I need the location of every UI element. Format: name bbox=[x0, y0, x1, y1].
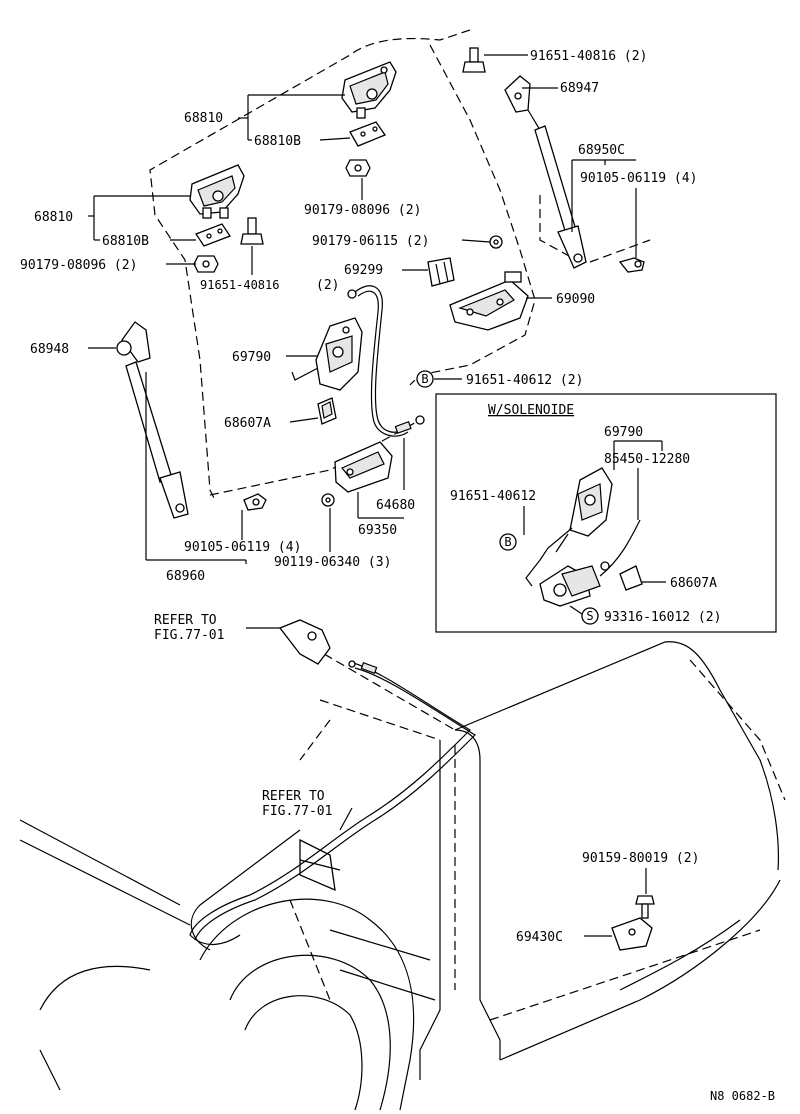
label-68960: 68960 bbox=[166, 569, 205, 584]
label-68810-upper: 68810 bbox=[184, 111, 223, 126]
bolt-90105-06119-lower bbox=[243, 493, 267, 511]
label-90159-80019: 90159-80019 (2) bbox=[582, 851, 699, 866]
hinge-lower bbox=[189, 164, 245, 219]
label-68810b-lower: 68810B bbox=[102, 234, 149, 249]
striker-69430c bbox=[611, 917, 653, 951]
label-refer-2-line2: FIG.77-01 bbox=[262, 804, 332, 819]
footer-code: N8 0682-B bbox=[710, 1089, 775, 1103]
fuel-lid-panel bbox=[299, 838, 336, 892]
refer-part-1 bbox=[278, 619, 331, 665]
control-cable-upper bbox=[347, 285, 425, 437]
stay-damper-68960 bbox=[125, 361, 189, 519]
label-solenoid-69790: 69790 bbox=[604, 425, 643, 440]
label-69430c: 69430C bbox=[516, 930, 563, 945]
marker-b-main: B bbox=[416, 370, 434, 388]
label-69299: 69299 bbox=[344, 263, 383, 278]
label-90105-06119-upper: 90105-06119 (4) bbox=[580, 171, 697, 186]
label-93316-16012: 93316-16012 (2) bbox=[604, 610, 721, 625]
handle-69350 bbox=[334, 441, 393, 493]
marker-b-main-text: B bbox=[421, 372, 428, 386]
label-91651-40816-lower: 91651-40816 bbox=[200, 278, 279, 292]
hinge-upper-plate-68810b bbox=[349, 121, 386, 147]
label-refer-1-line1: REFER TO bbox=[154, 613, 217, 628]
release-cable-lower bbox=[189, 660, 476, 945]
leader-lines bbox=[88, 54, 666, 937]
bolt-90105-06119-upper bbox=[618, 257, 645, 273]
lock-assy-69090 bbox=[449, 271, 529, 331]
label-91651-40612: 91651-40612 (2) bbox=[466, 373, 583, 388]
label-solenoid-91651-40612: 91651-40612 bbox=[450, 489, 536, 504]
stay-damper-68950c bbox=[527, 109, 587, 269]
label-solenoid-68607a: 68607A bbox=[670, 576, 717, 591]
washer-90119-06340 bbox=[321, 493, 335, 507]
label-91651-40816-lower-qty: (2) bbox=[316, 278, 339, 293]
label-68810b-upper: 68810B bbox=[254, 134, 301, 149]
label-69790: 69790 bbox=[232, 350, 271, 365]
hinge-upper bbox=[341, 61, 397, 119]
solenoid-box-title: W/SOLENOIDE bbox=[488, 403, 574, 418]
bolt-90179-08096-lower bbox=[193, 255, 219, 273]
label-refer-2-line1: REFER TO bbox=[262, 789, 325, 804]
bolt-90179-08096-upper bbox=[345, 159, 371, 177]
solenoid-inset-box bbox=[435, 393, 777, 633]
label-90119-06340: 90119-06340 (3) bbox=[274, 555, 391, 570]
label-68947: 68947 bbox=[560, 81, 599, 96]
clip-68607a bbox=[317, 397, 337, 425]
label-90179-08096-upper: 90179-08096 (2) bbox=[304, 203, 421, 218]
label-68950c: 68950C bbox=[578, 143, 625, 158]
label-85450-12280: 85450-12280 bbox=[604, 452, 690, 467]
back-door-outline bbox=[149, 29, 651, 501]
marker-b-solenoid-text: B bbox=[504, 535, 511, 549]
label-90179-06115: 90179-06115 (2) bbox=[312, 234, 429, 249]
stay-bracket-68947 bbox=[504, 75, 531, 113]
cover-69299 bbox=[427, 257, 455, 287]
label-69090: 69090 bbox=[556, 292, 595, 307]
label-69350: 69350 bbox=[358, 523, 397, 538]
bolt-91651-40816-top bbox=[462, 47, 486, 73]
vehicle-rear-body bbox=[19, 639, 786, 1111]
label-64680: 64680 bbox=[376, 498, 415, 513]
hinge-lower-plate-68810b bbox=[195, 223, 231, 247]
bolt-91651-40816-lower bbox=[240, 217, 264, 245]
label-68810-lower: 68810 bbox=[34, 210, 73, 225]
label-68948: 68948 bbox=[30, 342, 69, 357]
label-90105-06119-lower: 90105-06119 (4) bbox=[184, 540, 301, 555]
marker-s-solenoid: S bbox=[581, 607, 599, 625]
marker-s-solenoid-text: S bbox=[586, 609, 593, 623]
label-68607a: 68607A bbox=[224, 416, 271, 431]
marker-b-solenoid: B bbox=[499, 533, 517, 551]
label-90179-08096-lower: 90179-08096 (2) bbox=[20, 258, 137, 273]
label-refer-1-line2: FIG.77-01 bbox=[154, 628, 224, 643]
label-91651-40816-top: 91651-40816 (2) bbox=[530, 49, 647, 64]
control-assy-69790 bbox=[291, 317, 363, 391]
stay-bracket-68948 bbox=[116, 321, 151, 363]
clip-90179-06115 bbox=[489, 235, 503, 249]
bolt-90159-80019 bbox=[635, 895, 655, 919]
